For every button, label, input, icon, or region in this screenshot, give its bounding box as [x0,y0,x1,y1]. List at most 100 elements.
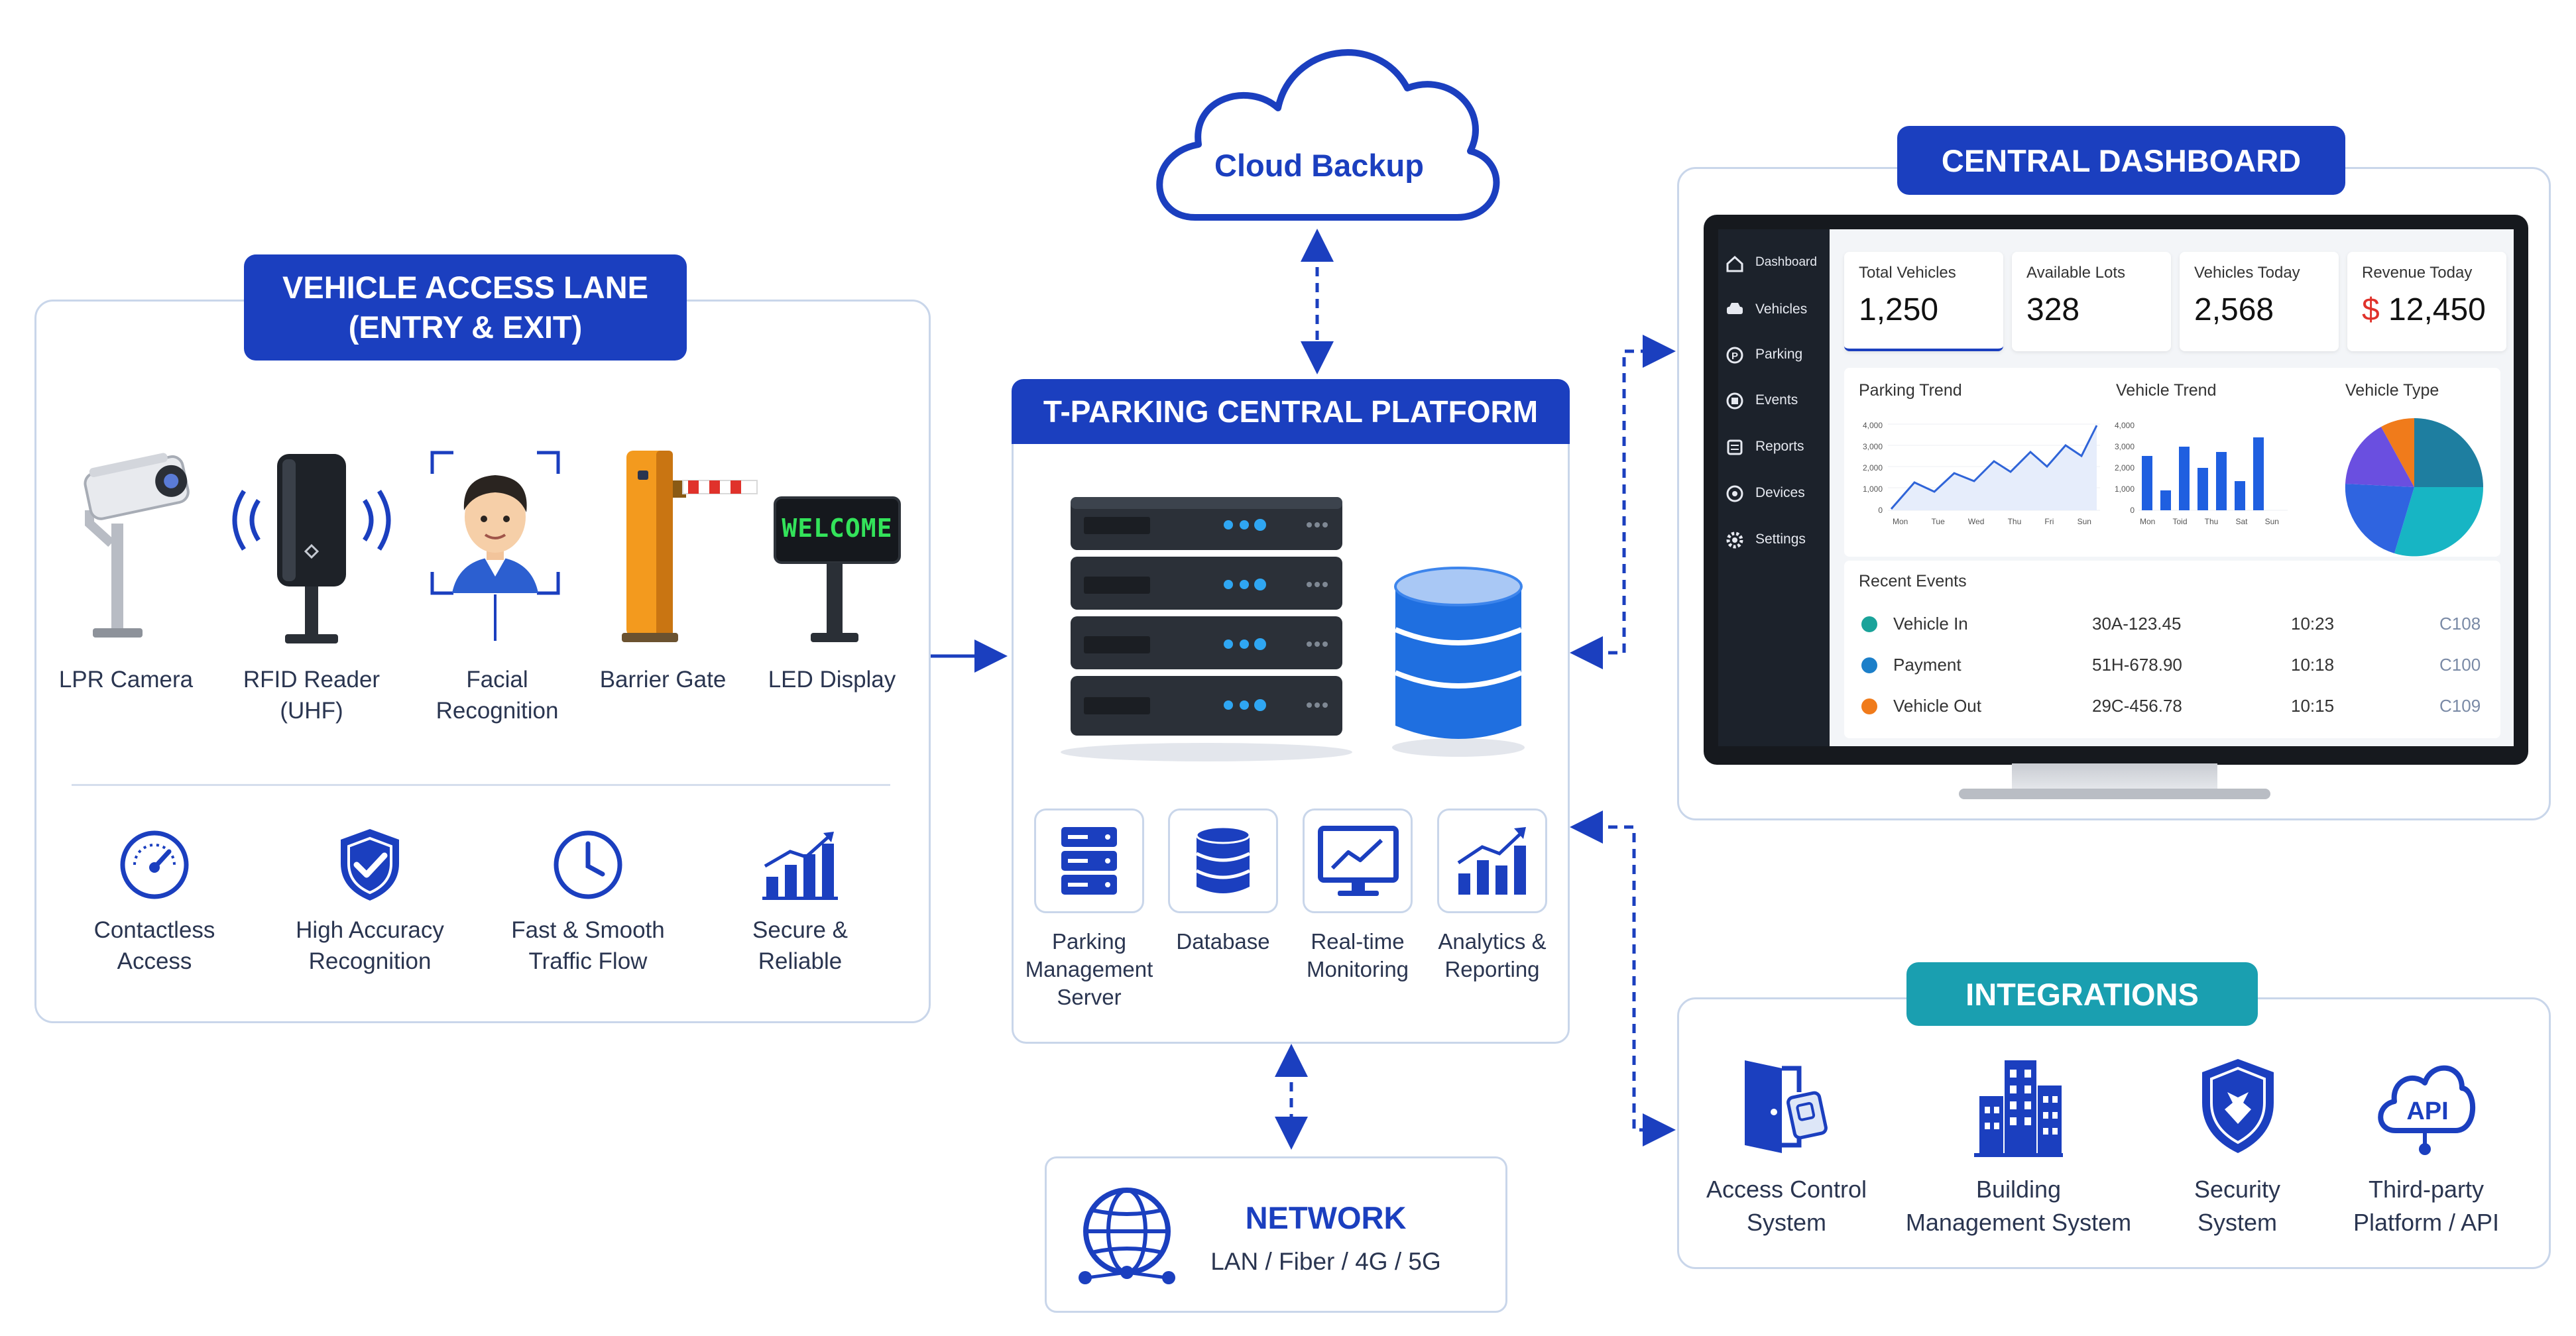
led-welcome-text: WELCOME [782,514,893,543]
network-panel [1045,1156,1507,1313]
module-label-database: Database [1176,929,1270,954]
parking-xtick: Wed [1967,517,1985,526]
device-label-lpr-camera: LPR Camera [58,667,194,693]
device-label-rfid-reader: RFID Reader(UHF) [243,667,381,724]
clock-icon [554,830,622,899]
network-title: NETWORK [1245,1200,1407,1235]
pie-slice [2345,427,2414,487]
facial-recognition-icon [430,451,560,641]
recent-events-title: Recent Events [1859,572,1967,590]
event-row[interactable]: Payment 51H-678.90 10:18 C100 [1859,649,2488,683]
device-label-barrier-gate: Barrier Gate [599,667,727,693]
vehicle-trend-chart [2138,437,2288,511]
database-icon [1195,826,1251,893]
module-label-analytics: Analytics &Reporting [1438,929,1547,981]
stat-label: Revenue Today [2362,264,2473,282]
settings-gear-icon [1726,531,1743,549]
vehicle-type-title: Vehicle Type [2345,381,2439,400]
barrier-gate-icon [622,451,758,642]
globe-network-icon [1079,1188,1175,1284]
stat-card-vehicles-today: Vehicles Today 2,568 [2180,252,2339,351]
event-status-dot [1861,657,1877,673]
event-row[interactable]: Vehicle In 30A-123.45 10:23 C108 [1859,608,2488,641]
vehicle-bar [2253,437,2264,510]
vehicle-xtick: Sat [2235,517,2248,526]
event-time: 10:18 [2291,655,2335,675]
nav-item-devices[interactable]: Devices [1755,485,1805,500]
nav-item-events[interactable]: Events [1755,392,1798,408]
central-platform-title: T-PARKING CENTRAL PLATFORM [1012,379,1570,444]
stat-label: Total Vehicles [1859,264,1956,282]
event-lot: C108 [2439,614,2481,634]
speedometer-icon [120,830,189,899]
lpr-camera-icon [84,453,190,638]
parking-icon: P [1726,347,1743,364]
vehicle-type-pie [2345,418,2484,557]
door-access-icon [1745,1060,1828,1153]
car-icon [1727,303,1743,314]
stat-value: 1,250 [1859,292,1939,327]
analytics-icon [1457,827,1526,895]
arrow-platform-dashboard [1570,335,1676,669]
event-time: 10:23 [2291,614,2335,634]
vehicle-bar [2235,481,2245,510]
server-stack-icon [1061,497,1352,761]
vehicle-ytick: 4,000 [2114,421,2135,430]
vehicle-bar [2160,490,2171,510]
arrow-platform-integrations [1570,810,1676,1146]
vehicle-bar [2197,468,2208,510]
event-type: Vehicle In [1893,614,1968,634]
parking-ytick: 0 [1878,506,1883,515]
event-lot: C109 [2439,696,2481,716]
vehicle-ytick: 2,000 [2114,463,2135,473]
nav-item-reports[interactable]: Reports [1755,439,1804,454]
recent-events-card [1844,561,2500,738]
led-display-icon [774,496,901,642]
event-type: Vehicle Out [1893,696,1981,716]
vehicle-bar [2216,452,2227,510]
event-row[interactable]: Vehicle Out 29C-456.78 10:15 C109 [1859,691,2488,724]
api-text: API [2406,1097,2449,1125]
vehicle-ytick: 0 [2130,506,2135,515]
module-tile-analytics[interactable] [1437,808,1547,913]
vehicle-bar [2179,447,2190,510]
pie-slice [2381,418,2414,487]
stat-value: 12,450 [2388,292,2486,327]
event-plate: 30A-123.45 [2092,614,2182,634]
nav-item-settings[interactable]: Settings [1755,531,1806,547]
parking-xtick: Fri [2044,517,2054,526]
rfid-reader-icon [232,454,391,643]
pie-slice [2345,484,2414,553]
vehicle-xtick: Sun [2264,517,2279,526]
stat-label: Vehicles Today [2194,264,2300,282]
event-lot: C100 [2439,655,2481,675]
cloud-backup-label: Cloud Backup [1214,148,1424,183]
pie-slice [2414,418,2483,487]
pie-slice [2394,487,2484,557]
stat-card-total-vehicles: Total Vehicles 1,250 [1844,252,2003,351]
nav-item-vehicles[interactable]: Vehicles [1755,302,1808,317]
event-plate: 29C-456.78 [2092,696,2182,716]
monitor-stand-neck [2012,763,2217,793]
home-icon [1726,255,1743,272]
vehicle-xtick: Toid [2172,517,2188,526]
parking-xtick: Sun [2077,517,2091,526]
nav-item-dashboard[interactable]: Dashboard [1755,255,1817,269]
nav-item-parking[interactable]: Parking [1755,347,1803,362]
vehicle-xtick: Mon [2140,517,2156,526]
parking-ytick: 4,000 [1862,421,1883,430]
parking-xtick: Mon [1893,517,1908,526]
event-type: Payment [1893,655,1961,675]
stat-label: Available Lots [2026,264,2125,282]
event-status-dot [1861,616,1877,632]
parking-trend-title: Parking Trend [1859,381,1962,400]
stat-value: 2,568 [2194,292,2274,327]
